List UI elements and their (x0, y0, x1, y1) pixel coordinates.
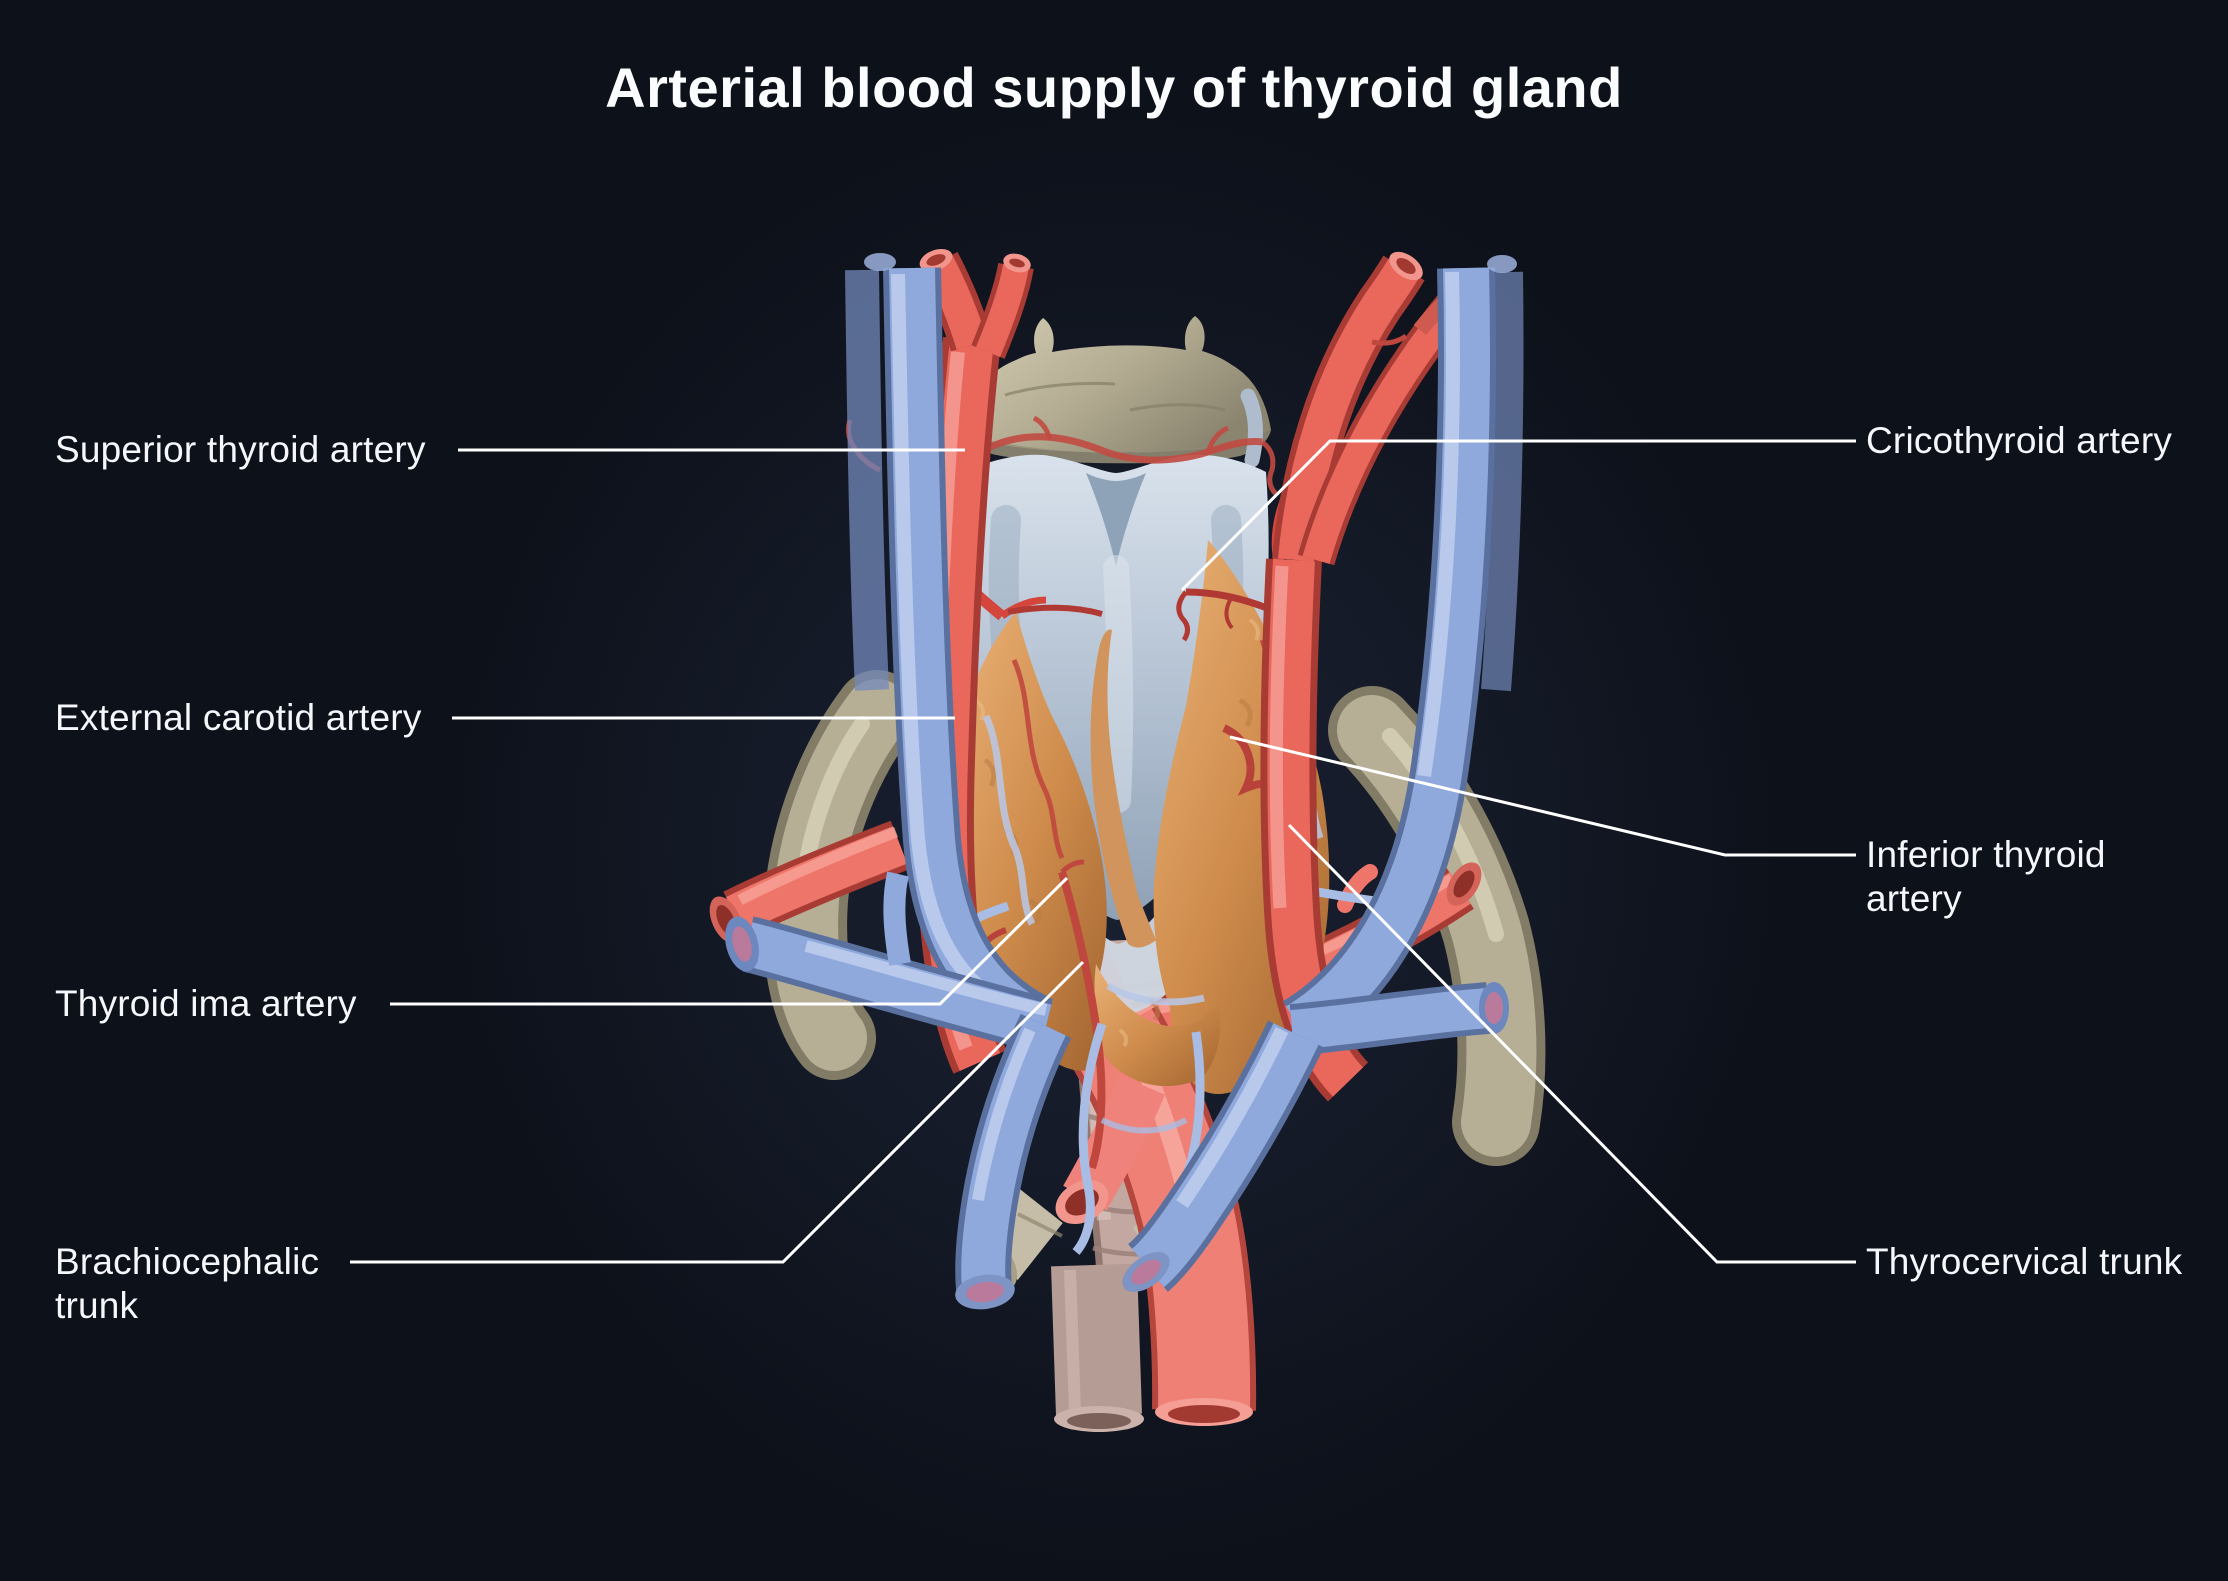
left-brachiocephalic-vein (955, 1013, 1072, 1310)
leader-cricothyroid-artery (1180, 439, 1856, 592)
thyroid-pyramidal-lobe (1090, 629, 1156, 948)
label-thyrocervical-trunk: Thyrocervical trunk (1866, 1241, 2183, 1282)
label-brachiocephalic-trunk: Brachiocephalic trunk (55, 1241, 320, 1326)
right-brachiocephalic-vein (1122, 1020, 1324, 1292)
leader-inferior-thyroid-artery (1229, 735, 1856, 857)
thyroid-isthmus (1094, 964, 1221, 1087)
left-subclavian-vein (725, 871, 1053, 1054)
left-subclavian-artery (709, 820, 910, 944)
label-superior-thyroid-artery: Superior thyroid artery (55, 429, 426, 470)
label-external-carotid-artery: External carotid artery (55, 697, 422, 738)
esophagus (1051, 1263, 1144, 1432)
leader-thyroid-ima-artery (390, 876, 1069, 1006)
label-thyroid-ima-artery: Thyroid ima artery (55, 983, 357, 1024)
right-jugular-vein (1282, 255, 1524, 1051)
leader-brachiocephalic-trunk (350, 960, 1085, 1264)
leader-thyrocervical-trunk (1287, 823, 1856, 1264)
right-subclavian-vein (1289, 982, 1509, 1056)
label-cricothyroid-artery: Cricothyroid artery (1866, 420, 2173, 461)
label-inferior-thyroid-artery: Inferior thyroid artery (1866, 834, 2106, 919)
